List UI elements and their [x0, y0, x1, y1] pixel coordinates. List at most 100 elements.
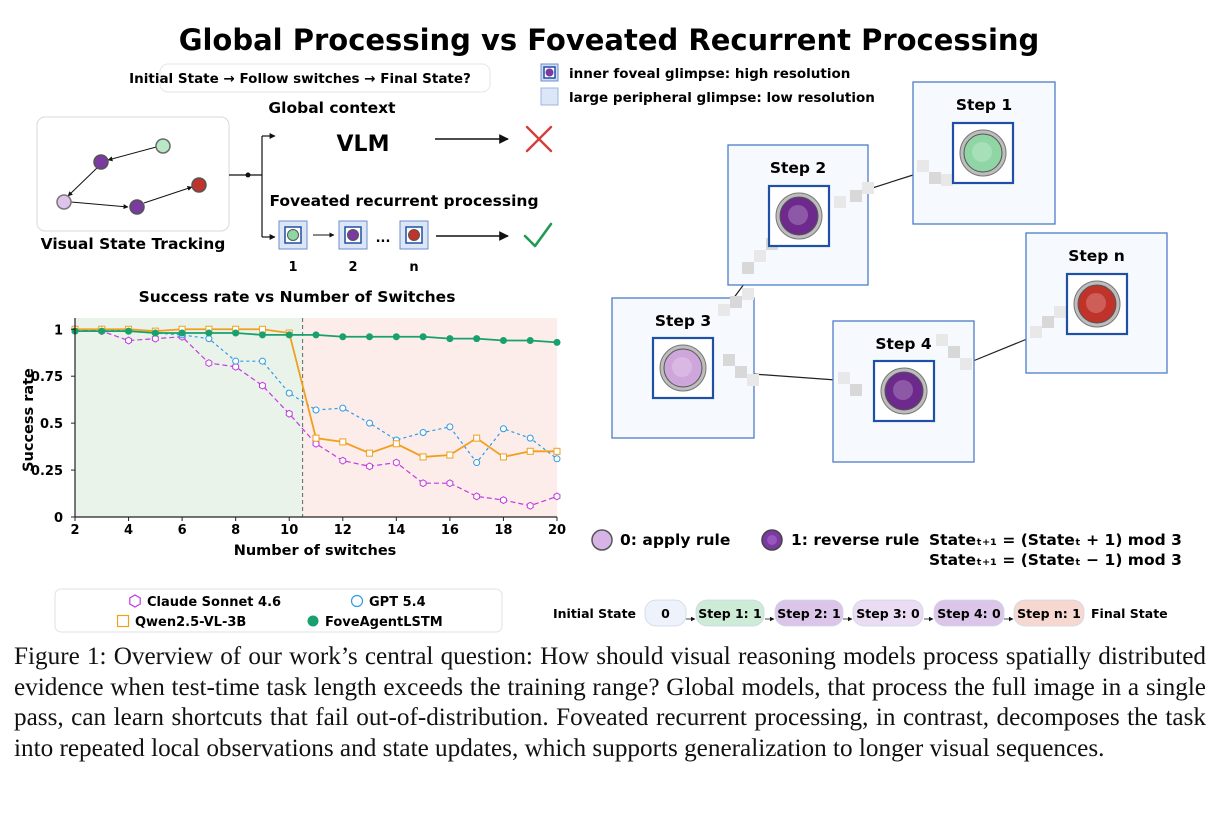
- legend-label: Claude Sonnet 4.6: [147, 595, 281, 610]
- x-tick-label: 8: [231, 523, 240, 538]
- data-point: [553, 338, 561, 346]
- peripheral-pixel: [850, 190, 862, 202]
- data-point: [366, 449, 374, 457]
- peripheral-pixel: [1054, 306, 1066, 318]
- data-point: [526, 337, 534, 345]
- x-tick-label: 16: [441, 523, 459, 538]
- sequence-chip: Step 1: 1: [695, 599, 765, 627]
- panel-label: Step 3: [655, 312, 711, 330]
- series-foveagentlstm: [71, 327, 561, 346]
- legend-marker: [350, 594, 364, 608]
- step-label-n: n: [409, 260, 418, 275]
- data-point: [98, 327, 106, 335]
- x-tick-label: 20: [548, 523, 566, 538]
- step-label-2: 2: [348, 260, 357, 275]
- overview-figure: Global Processing vs Foveated Recurrent …: [21, 23, 1182, 633]
- legend-inner-glimpse: inner foveal glimpse: high resolution: [569, 66, 850, 82]
- legend-marker: [116, 614, 130, 628]
- rules-legend: 0: apply rule 1: reverse rule Stateₜ₊₁ =…: [591, 529, 1182, 569]
- legend-label: FoveAgentLSTM: [325, 615, 443, 630]
- data-point: [205, 359, 213, 368]
- state-token: [963, 133, 1003, 173]
- panel-step-4: Step 4: [832, 320, 975, 463]
- data-point: [339, 404, 347, 412]
- state-node-purple: [93, 154, 109, 170]
- data-point: [285, 331, 293, 339]
- rule-equation-plus: Stateₜ₊₁ = (Stateₜ + 1) mod 3: [929, 531, 1182, 549]
- visual-state-label: Visual State Tracking: [41, 235, 226, 253]
- peripheral-pixel: [948, 346, 960, 358]
- x-axis-label: Number of switches: [234, 543, 397, 559]
- chip-background: [644, 599, 687, 627]
- data-point: [258, 357, 266, 365]
- panel-step-1: Step 1: [912, 81, 1056, 225]
- fail-cross-icon: [525, 125, 553, 153]
- rule-equation-minus: Stateₜ₊₁ = (Stateₜ − 1) mod 3: [929, 551, 1182, 569]
- data-point: [499, 496, 507, 505]
- panel-step-n: Step n: [1025, 232, 1168, 374]
- glimpse-step-1: [278, 220, 308, 250]
- x-tick-label: 10: [280, 523, 298, 538]
- y-axis-label: Success rate: [21, 368, 37, 472]
- peripheral-pixel: [838, 372, 850, 384]
- success-check-icon: [523, 222, 553, 248]
- peripheral-pixel: [742, 288, 754, 300]
- data-point: [125, 327, 133, 335]
- data-point: [339, 333, 347, 341]
- foveated-label: Foveated recurrent processing: [269, 192, 538, 210]
- step-label-1: 1: [288, 260, 297, 275]
- peripheral-pixel: [1030, 326, 1042, 338]
- sequence-chip: Step 4: 0: [933, 599, 1005, 627]
- chip-background: [695, 599, 765, 627]
- x-tick-label: 6: [178, 523, 187, 538]
- data-point: [446, 479, 454, 488]
- reverse-rule-text: 1: reverse rule: [791, 531, 919, 549]
- state-token-highlight: [788, 205, 808, 225]
- y-tick-label: 1: [54, 323, 63, 338]
- peripheral-pixel: [960, 358, 972, 370]
- data-point: [473, 492, 481, 501]
- y-tick-label: 0.5: [40, 417, 63, 432]
- data-point: [232, 357, 240, 365]
- sequence-chip: Step 2: 1: [774, 599, 844, 627]
- chip-label: Step 2: 1: [777, 606, 841, 621]
- peripheral-pixel: [850, 384, 862, 396]
- panel-label: Step 1: [956, 96, 1012, 114]
- legend-label: Qwen2.5-VL-3B: [135, 615, 246, 630]
- peripheral-pixel: [730, 296, 742, 308]
- glimpse-step-n: [399, 220, 429, 250]
- chip-background: [852, 599, 924, 627]
- peripheral-pixel: [941, 174, 953, 186]
- data-point: [526, 434, 534, 442]
- data-point: [151, 334, 159, 343]
- data-point: [125, 336, 133, 345]
- glimpse-step-2: [338, 220, 368, 250]
- data-point: [312, 406, 320, 414]
- sequence-final-label: Final State: [1091, 606, 1168, 621]
- chip-label: Step 4: 0: [937, 606, 1001, 621]
- data-point: [151, 329, 159, 337]
- data-point: [473, 434, 481, 442]
- peripheral-pixel: [929, 172, 941, 184]
- peripheral-pixel: [723, 354, 735, 366]
- glimpse-legend: inner foveal glimpse: high resolution la…: [540, 63, 875, 106]
- peripheral-pixel: [754, 250, 766, 262]
- x-tick-label: 12: [334, 523, 352, 538]
- chip-label: 0: [661, 606, 670, 621]
- chip-background: [774, 599, 844, 627]
- panel-label: Step 2: [770, 159, 826, 177]
- data-point: [312, 439, 320, 448]
- data-point: [232, 329, 240, 337]
- y-tick-label: 0: [54, 511, 63, 526]
- peripheral-pixel: [936, 334, 948, 346]
- state-node-red: [191, 177, 207, 193]
- data-point: [553, 455, 561, 463]
- y-tick-label: 0.25: [31, 464, 63, 479]
- peripheral-pixel: [834, 196, 846, 208]
- data-point: [419, 479, 427, 488]
- panel-label: Step 4: [875, 335, 932, 353]
- data-point: [499, 425, 507, 433]
- sequence-chip: 0: [644, 599, 687, 627]
